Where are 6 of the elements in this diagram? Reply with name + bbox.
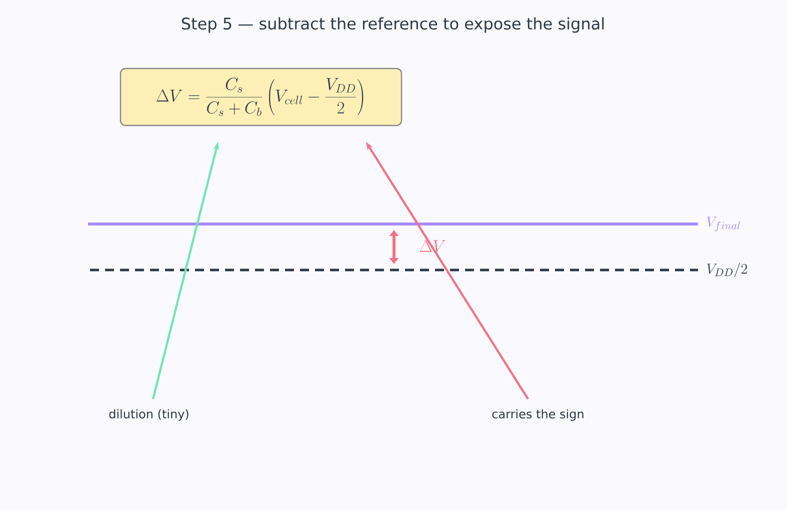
level-label: $V_{final}$ [706,216,740,232]
annotation-text: carries the sign [492,409,584,421]
title: Step 5 — subtract the reference to expose the signal [182,17,604,33]
level-label: $V_{DD}/2$ [706,262,748,278]
annotation-text: dilution (tiny) [109,409,188,421]
formula-box: $\Delta V = \frac{C_s}{C_s + C_b}\left(V_{cell} - \frac{V_{DD}}{2}\right)$ [120,68,402,126]
